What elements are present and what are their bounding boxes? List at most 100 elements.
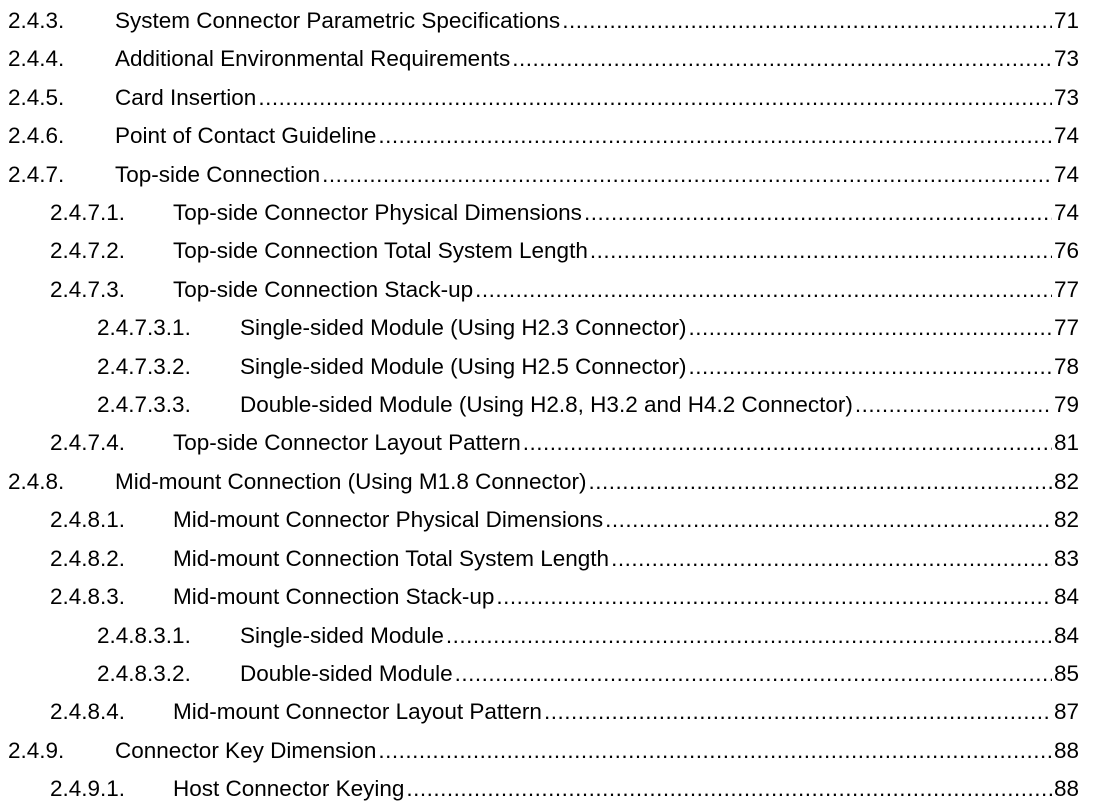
toc-dot-leader: ........................................… <box>854 392 1052 418</box>
toc-dot-leader: ........................................… <box>258 84 1052 110</box>
toc-entry-title: Additional Environmental Requirements <box>115 46 511 72</box>
toc-entry-page: 84 <box>1053 622 1079 648</box>
toc-dot-leader: ........................................… <box>445 622 1052 648</box>
toc-dot-leader: ........................................… <box>688 353 1051 379</box>
toc-entry-page: 74 <box>1053 200 1079 226</box>
toc-entry[interactable]: 2.4.7.3.1. Single-sided Module (Using H2… <box>8 309 1079 347</box>
toc-dot-leader: ........................................… <box>454 660 1052 686</box>
toc-entry[interactable]: 2.4.8. Mid-mount Connection (Using M1.8 … <box>8 463 1079 501</box>
toc-entry-title: System Connector Parametric Specificatio… <box>115 8 561 33</box>
toc-entry-page: 78 <box>1053 353 1079 379</box>
toc-entry-page: 83 <box>1053 545 1079 571</box>
toc-entry-page: 81 <box>1053 430 1079 456</box>
toc-entry[interactable]: 2.4.9. Connector Key Dimension .........… <box>8 732 1079 770</box>
toc-entry-title: Top-side Connector Layout Pattern <box>173 430 521 456</box>
toc-entry-title: Mid-mount Connection Total System Length <box>173 545 610 571</box>
toc-entry-title: Mid-mount Connector Physical Dimensions <box>173 507 604 533</box>
toc-entry-title: Top-side Connection <box>115 161 321 187</box>
toc-entry-number: 2.4.7.3. <box>50 276 126 302</box>
toc-entry-number: 2.4.7.1. <box>50 200 126 226</box>
toc-entry-number: 2.4.8.4. <box>50 699 126 725</box>
toc-entry-number: 2.4.8.2. <box>50 545 126 571</box>
toc-entry-number: 2.4.8. <box>8 468 65 494</box>
toc-entry[interactable]: 2.4.3. System Connector Parametric Speci… <box>8 2 1079 40</box>
toc-entry-page: 84 <box>1053 584 1079 610</box>
toc-entry-number: 2.4.3. <box>8 8 65 33</box>
toc-entry-page: 74 <box>1053 123 1079 149</box>
toc-dot-leader: ........................................… <box>378 737 1052 763</box>
toc-dot-leader: ........................................… <box>588 468 1052 494</box>
toc-entry-title: Top-side Connector Physical Dimensions <box>173 200 582 226</box>
toc-entry-title: Card Insertion <box>115 84 257 110</box>
toc-dot-leader: ........................................… <box>322 161 1052 187</box>
toc-entry-title: Mid-mount Connector Layout Pattern <box>173 699 542 725</box>
toc-entry-page: 76 <box>1053 238 1079 264</box>
toc-entry[interactable]: 2.4.8.1. Mid-mount Connector Physical Di… <box>8 501 1079 539</box>
toc-entry[interactable]: 2.4.8.2. Mid-mount Connection Total Syst… <box>8 540 1079 578</box>
toc-entry-page: 82 <box>1053 507 1079 533</box>
toc-dot-leader: ........................................… <box>605 507 1052 533</box>
toc-entry[interactable]: 2.4.8.3. Mid-mount Connection Stack-up .… <box>8 578 1079 616</box>
toc-entry-number: 2.4.6. <box>8 123 65 149</box>
toc-entry[interactable]: 2.4.7. Top-side Connection .............… <box>8 156 1079 194</box>
toc-entry-number: 2.4.7.2. <box>50 238 126 264</box>
toc-entry-title: Top-side Connection Stack-up <box>173 276 474 302</box>
toc-entry-page: 73 <box>1053 46 1079 72</box>
toc-dot-leader: ........................................… <box>475 276 1052 302</box>
toc-entry-page: 79 <box>1053 392 1079 418</box>
toc-entry[interactable]: 2.4.8.3.2. Double-sided Module .........… <box>8 655 1079 693</box>
toc-entry[interactable]: 2.4.7.3.2. Single-sided Module (Using H2… <box>8 348 1079 386</box>
toc-dot-leader: ........................................… <box>512 46 1052 72</box>
toc-entry-title: Top-side Connection Total System Length <box>173 238 588 264</box>
toc-entry[interactable]: 2.4.6. Point of Contact Guideline ......… <box>8 117 1079 155</box>
toc-entry-number: 2.4.7.3.3. <box>97 392 191 418</box>
toc-entry-number: 2.4.7.3.1. <box>97 315 191 341</box>
toc-entry-title: Double-sided Module <box>240 660 453 686</box>
toc-entry-page: 85 <box>1053 660 1079 686</box>
toc-entry-title: Single-sided Module <box>240 622 444 648</box>
toc-entry-number: 2.4.4. <box>8 46 65 72</box>
toc-entry-page: 71 <box>1053 8 1079 33</box>
toc-entry-title: Connector Key Dimension <box>115 737 377 763</box>
toc-entry-number: 2.4.8.3.2. <box>97 660 191 686</box>
toc-entry-page: 82 <box>1053 468 1079 494</box>
toc-entry-number: 2.4.7. <box>8 161 65 187</box>
toc-entry-number: 2.4.5. <box>8 84 65 110</box>
toc-entry[interactable]: 2.4.4. Additional Environmental Requirem… <box>8 40 1079 78</box>
toc-entry-title: Point of Contact Guideline <box>115 123 377 149</box>
toc-dot-leader: ........................................… <box>496 584 1052 610</box>
toc-dot-leader: ........................................… <box>543 699 1052 725</box>
toc-entry-page: 77 <box>1053 315 1079 341</box>
toc-entry-title: Double-sided Module (Using H2.8, H3.2 an… <box>240 392 853 418</box>
toc-entry-number: 2.4.8.3.1. <box>97 622 191 648</box>
toc-entry-number: 2.4.8.3. <box>50 584 126 610</box>
toc-entry-page: 74 <box>1053 161 1079 187</box>
toc-entry[interactable]: 2.4.5. Card Insertion ..................… <box>8 79 1079 117</box>
toc-entry[interactable]: 2.4.8.4. Mid-mount Connector Layout Patt… <box>8 693 1079 731</box>
toc-entry-title: Single-sided Module (Using H2.5 Connecto… <box>240 353 687 379</box>
toc-entry[interactable]: 2.4.8.3.1. Single-sided Module .........… <box>8 617 1079 655</box>
toc-dot-leader: ........................................… <box>378 123 1052 149</box>
toc-dot-leader: ........................................… <box>562 8 1052 33</box>
toc-entry-title: Mid-mount Connection Stack-up <box>173 584 495 610</box>
toc-entry-page: 87 <box>1053 699 1079 725</box>
toc-entry[interactable]: 2.4.7.4. Top-side Connector Layout Patte… <box>8 424 1079 462</box>
toc-entry-number: 2.4.8.1. <box>50 507 126 533</box>
toc-entry-number: 2.4.9.1. <box>50 776 126 802</box>
toc-dot-leader: ........................................… <box>611 545 1052 571</box>
toc-entry-page: 88 <box>1053 776 1079 802</box>
toc-dot-leader: ........................................… <box>583 200 1052 226</box>
toc-dot-leader: ........................................… <box>522 430 1052 456</box>
toc-entry[interactable]: 2.4.7.2. Top-side Connection Total Syste… <box>8 232 1079 270</box>
toc-entry[interactable]: 2.4.9.1. Host Connector Keying .........… <box>8 770 1079 808</box>
toc-entry[interactable]: 2.4.7.3. Top-side Connection Stack-up ..… <box>8 271 1079 309</box>
toc-entry[interactable]: 2.4.7.3.3. Double-sided Module (Using H2… <box>8 386 1079 424</box>
toc-entry-page: 88 <box>1053 737 1079 763</box>
toc-dot-leader: ........................................… <box>688 315 1051 341</box>
toc-dot-leader: ........................................… <box>406 776 1052 802</box>
toc-entry[interactable]: 2.4.7.1. Top-side Connector Physical Dim… <box>8 194 1079 232</box>
toc-entry-number: 2.4.7.3.2. <box>97 353 191 379</box>
toc-entry-title: Host Connector Keying <box>173 776 405 802</box>
toc-entry-title: Single-sided Module (Using H2.3 Connecto… <box>240 315 687 341</box>
